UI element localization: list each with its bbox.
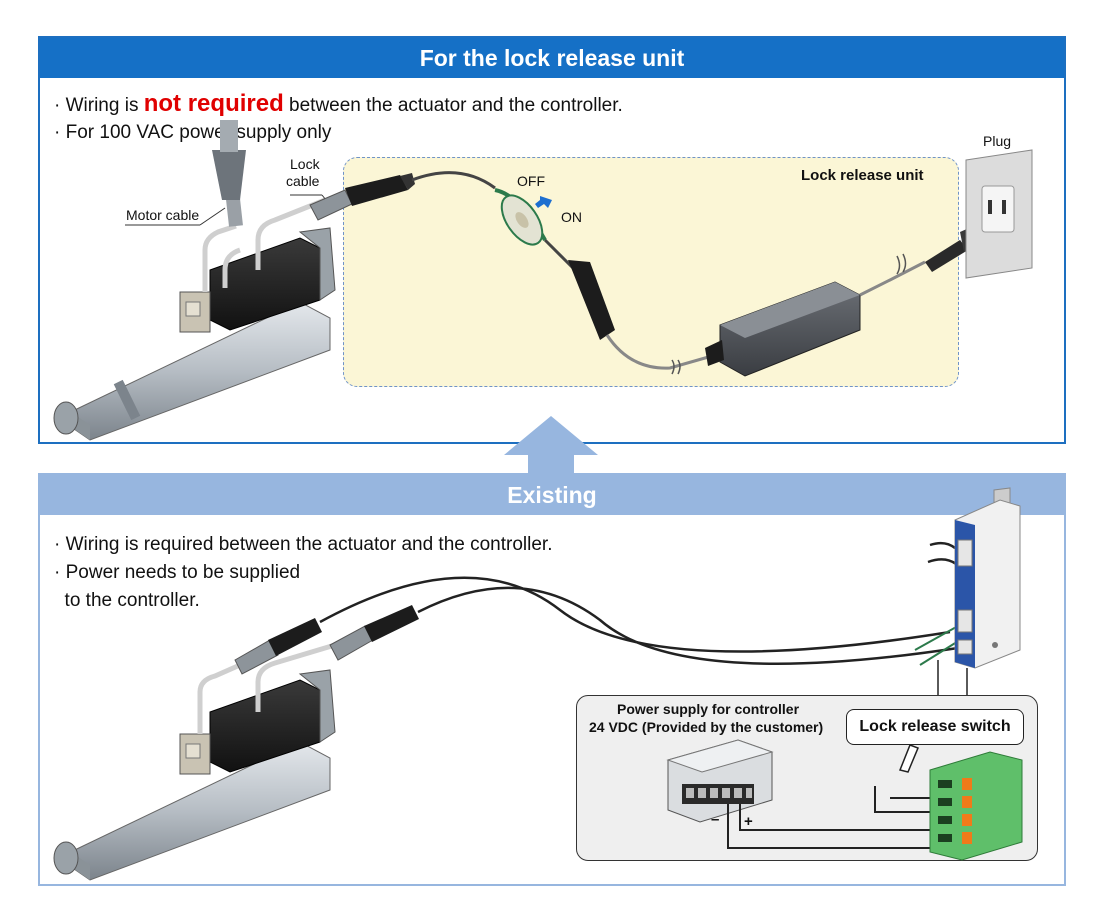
lock-cable-label-2: cable [286, 173, 320, 189]
lock-release-switch-label: Lock release switch [846, 709, 1024, 745]
lock-cable-label-1: Lock [290, 156, 320, 172]
lock-release-header: For the lock release unit [40, 38, 1064, 78]
lock-release-unit-label: Lock release unit [801, 167, 924, 184]
motor-cable-label: Motor cable [126, 207, 200, 223]
ac-adapter-icon [705, 281, 861, 377]
motor-cable-icon [212, 120, 246, 227]
bottom-bullet-2a: · Power needs to be supplied [54, 562, 301, 583]
top-bullet-2: · For 100 VAC power supply only [54, 122, 332, 143]
wall-outlet-icon [965, 149, 1033, 279]
top-bullet-1: · Wiring is not required between the act… [54, 90, 623, 117]
plug-label: Plug [983, 133, 1012, 149]
actuator-top-icon [53, 197, 336, 441]
on-label: ON [561, 209, 582, 225]
lock-unit-plug-icon [568, 260, 615, 340]
off-label: OFF [517, 173, 545, 189]
bottom-cable-connectors-icon [234, 605, 419, 675]
callout-pointer-icon [898, 744, 919, 773]
power-supply-unit-icon [666, 739, 774, 823]
controller-icon [954, 487, 1021, 669]
lock-release-switch-terminal-icon [929, 751, 1023, 861]
bottom-bullet-1: · Wiring is required between the actuato… [54, 534, 553, 555]
up-arrow-icon [504, 416, 598, 474]
actuator-bottom-icon [53, 642, 336, 881]
power-supply-label-2: 24 VDC (Provided by the customer) [589, 719, 824, 735]
plus-label: + [744, 813, 753, 830]
power-supply-label-1: Power supply for controller [617, 701, 800, 717]
not-required-highlight: not required [143, 90, 284, 117]
lock-cable-connector-icon [309, 173, 415, 221]
ac-plug-icon [925, 240, 968, 272]
minus-label: – [711, 811, 720, 828]
existing-header: Existing [40, 475, 1064, 515]
switch-direction-arrow-icon [535, 196, 552, 208]
lock-release-unit-area [343, 157, 959, 387]
bottom-bullet-2b: to the controller. [54, 590, 200, 611]
off-on-switch-icon [494, 188, 547, 246]
